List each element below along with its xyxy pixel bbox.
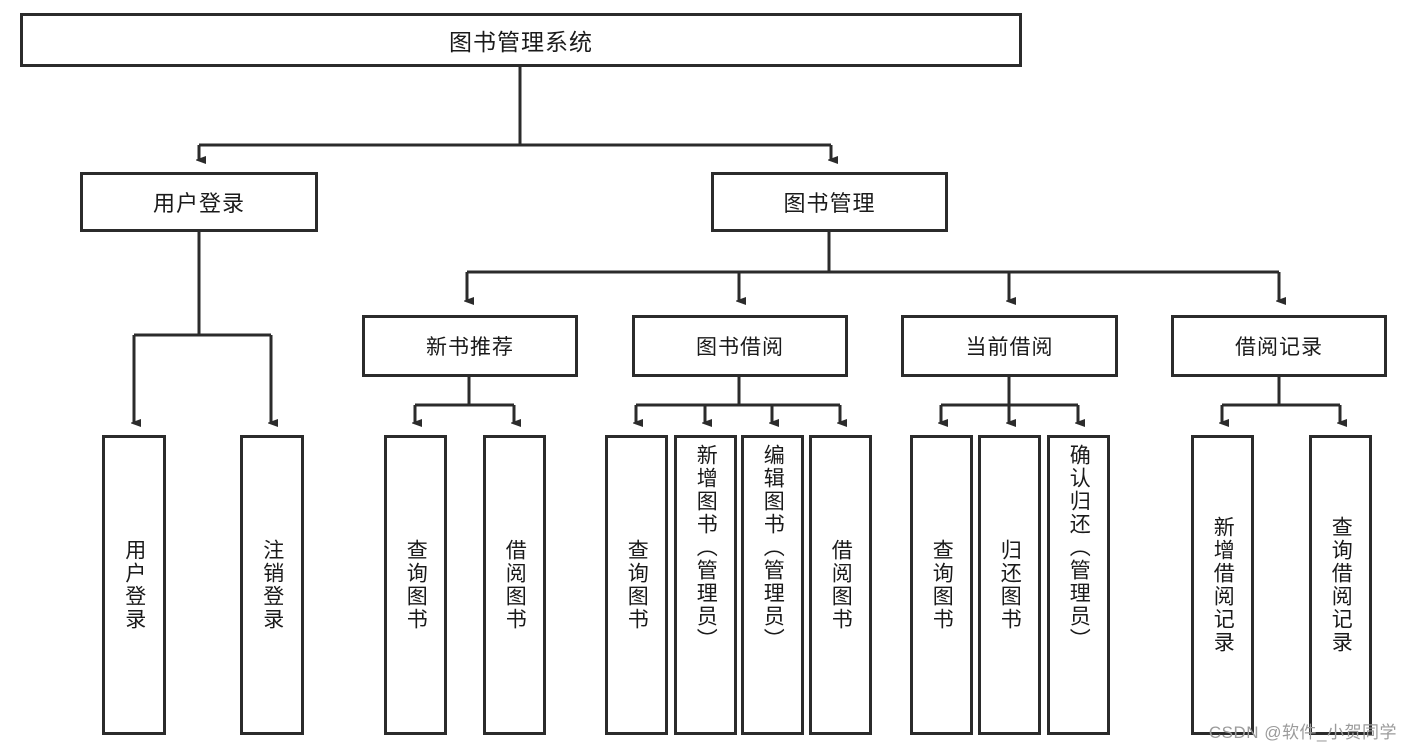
leaf-user-login-login[interactable]: 用户登录	[102, 435, 166, 735]
node-book-borrow[interactable]: 图书借阅	[632, 315, 848, 377]
node-book-management[interactable]: 图书管理	[711, 172, 948, 232]
node-borrow-record[interactable]: 借阅记录	[1171, 315, 1387, 377]
node-label: 图书借阅	[696, 336, 784, 359]
node-label: 新书推荐	[426, 336, 514, 359]
node-label: 编辑图书（管理员）	[761, 444, 785, 651]
node-label: 图书管理	[783, 191, 876, 216]
leaf-borrow-edit-book-admin[interactable]: 编辑图书（管理员）	[741, 435, 804, 735]
leaf-record-query-record[interactable]: 查询借阅记录	[1309, 435, 1372, 735]
node-label: 查询借阅记录	[1329, 516, 1353, 654]
leaf-user-login-logout[interactable]: 注销登录	[240, 435, 304, 735]
leaf-borrow-borrow-book[interactable]: 借阅图书	[809, 435, 872, 735]
leaf-recommend-query-book[interactable]: 查询图书	[384, 435, 447, 735]
node-label: 当前借阅	[965, 336, 1054, 359]
node-label: 用户登录	[152, 191, 245, 216]
node-label: 归还图书	[998, 539, 1022, 631]
leaf-borrow-add-book-admin[interactable]: 新增图书（管理员）	[674, 435, 737, 735]
node-label: 新增图书（管理员）	[694, 444, 718, 651]
node-label: 借阅记录	[1235, 336, 1323, 359]
leaf-record-add-record[interactable]: 新增借阅记录	[1191, 435, 1254, 735]
csdn-watermark: CSDN @软件_小贺同学	[1208, 723, 1397, 742]
leaf-current-return-book[interactable]: 归还图书	[978, 435, 1041, 735]
node-label: 查询图书	[404, 539, 428, 631]
leaf-current-query-book[interactable]: 查询图书	[910, 435, 973, 735]
node-label: 借阅图书	[829, 539, 853, 631]
leaf-recommend-borrow-book[interactable]: 借阅图书	[483, 435, 546, 735]
node-current-borrow[interactable]: 当前借阅	[901, 315, 1118, 377]
node-label: 查询图书	[930, 539, 954, 631]
node-label: 查询图书	[625, 539, 649, 631]
leaf-current-confirm-return-admin[interactable]: 确认归还（管理员）	[1047, 435, 1110, 735]
node-root-system[interactable]: 图书管理系统	[20, 13, 1022, 67]
node-label: 用户登录	[122, 539, 146, 631]
node-new-book-recommend[interactable]: 新书推荐	[362, 315, 578, 377]
node-label: 图书管理系统	[449, 29, 593, 55]
node-label: 确认归还（管理员）	[1067, 444, 1091, 651]
node-label: 注销登录	[260, 539, 284, 631]
node-label: 借阅图书	[503, 539, 527, 631]
node-user-login[interactable]: 用户登录	[80, 172, 318, 232]
node-label: 新增借阅记录	[1211, 516, 1235, 654]
leaf-borrow-query-book[interactable]: 查询图书	[605, 435, 668, 735]
